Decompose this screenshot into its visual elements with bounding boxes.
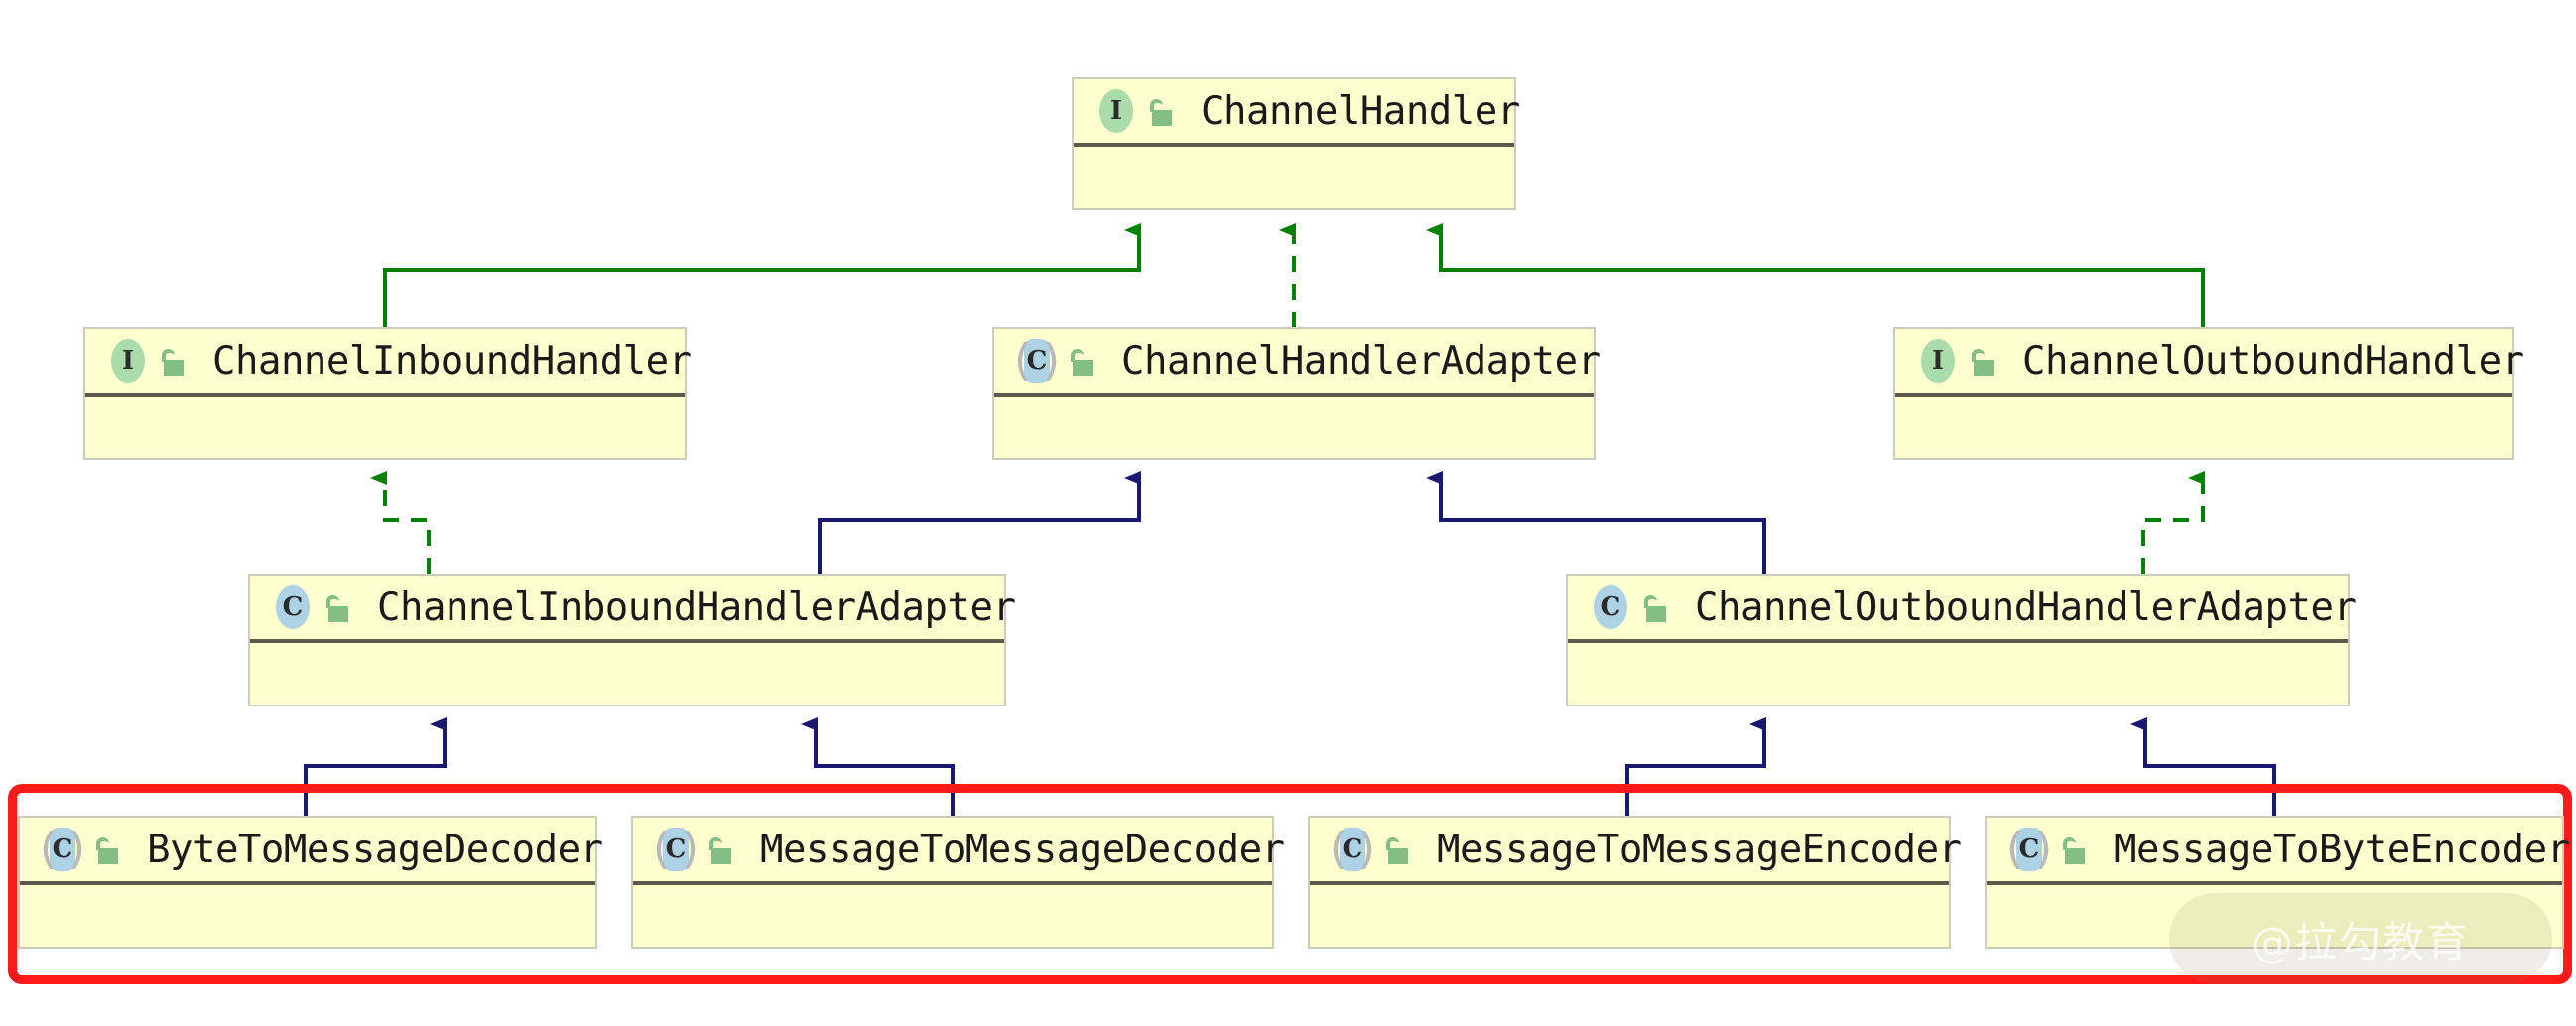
class-badge-icon: C (270, 584, 316, 630)
class-name-label: ChannelInboundHandlerAdapter (377, 584, 1016, 630)
class-node-channel-handler-adapter[interactable]: ( C) ChannelHandlerAdapter (992, 327, 1601, 462)
unlocked-padlock-icon (1967, 344, 2000, 378)
class-node-members (1568, 643, 2348, 708)
unlocked-padlock-icon (1381, 833, 1415, 866)
unlocked-padlock-icon (705, 833, 738, 866)
unlocked-padlock-icon (1639, 590, 1673, 624)
class-node-members (1310, 885, 1949, 951)
edge-inbound-adapter-to-handler-adapter (818, 471, 1141, 574)
watermark: @拉勾教育 (2169, 893, 2552, 984)
class-node-channel-inbound-handler-adapter[interactable]: C ChannelInboundHandlerAdapter (248, 574, 1016, 708)
class-node-message-to-byte-encoder[interactable]: ( C) MessageToByteEncoder (1985, 816, 2570, 949)
class-name-label: ChannelOutboundHandler (2022, 338, 2524, 384)
class-node-title: ( C) ChannelHandlerAdapter (994, 329, 1601, 397)
class-node-channel-handler[interactable]: I ChannelHandler (1072, 77, 1520, 212)
class-name-label: ChannelHandler (1201, 88, 1520, 134)
class-node-message-to-message-encoder[interactable]: ( C) MessageToMessageEncoder (1308, 816, 1962, 951)
abstract-class-badge-icon: ( C) (1330, 824, 1375, 874)
edge-outbound-adapter-to-handler-adapter (1426, 471, 1766, 574)
edge-inbound-to-handler (383, 223, 1141, 327)
class-node-members (994, 397, 1594, 462)
class-node-byte-to-message-decoder[interactable]: ( C) ByteToMessageDecoder (18, 816, 603, 951)
unlocked-padlock-icon (1145, 94, 1179, 128)
class-name-label: MessageToMessageEncoder (1437, 827, 1962, 872)
class-badge-icon: C (1588, 584, 1633, 630)
class-name-label: ChannelOutboundHandlerAdapter (1695, 584, 2357, 630)
class-node-title: I ChannelOutboundHandler (1895, 329, 2524, 397)
class-node-members (20, 885, 595, 951)
class-node-title: ( C) MessageToByteEncoder (1987, 818, 2570, 885)
class-node-title: ( C) MessageToMessageDecoder (633, 818, 1285, 885)
class-node-members (250, 643, 1004, 708)
class-name-label: ChannelHandlerAdapter (1121, 338, 1601, 384)
class-node-title: C ChannelInboundHandlerAdapter (250, 576, 1016, 643)
unlocked-padlock-icon (157, 344, 191, 378)
edge-outbound-to-handler (1426, 223, 2205, 327)
unlocked-padlock-icon (2058, 833, 2092, 866)
class-node-title: C ChannelOutboundHandlerAdapter (1568, 576, 2357, 643)
class-node-channel-outbound-handler-adapter[interactable]: C ChannelOutboundHandlerAdapter (1566, 574, 2357, 708)
class-name-label: MessageToMessageDecoder (760, 827, 1285, 872)
edge-outbound-adapter-to-outbound (2141, 471, 2205, 574)
class-node-members (1895, 397, 2512, 462)
class-node-title: I ChannelHandler (1074, 79, 1520, 147)
class-node-members (85, 397, 685, 462)
class-node-channel-inbound-handler[interactable]: I ChannelInboundHandler (83, 327, 692, 462)
interface-badge-icon: I (1094, 88, 1139, 134)
class-node-title: ( C) ByteToMessageDecoder (20, 818, 603, 885)
class-name-label: ChannelInboundHandler (212, 338, 692, 384)
class-node-members (1074, 147, 1514, 212)
interface-badge-icon: I (1915, 338, 1961, 384)
highlight-rectangle (8, 784, 2572, 984)
class-name-label: MessageToByteEncoder (2114, 827, 2570, 872)
class-node-channel-outbound-handler[interactable]: I ChannelOutboundHandler (1893, 327, 2524, 462)
unlocked-padlock-icon (1066, 344, 1099, 378)
class-name-label: ByteToMessageDecoder (147, 827, 603, 872)
abstract-class-badge-icon: ( C) (2006, 824, 2052, 874)
class-node-title: I ChannelInboundHandler (85, 329, 692, 397)
abstract-class-badge-icon: ( C) (1014, 335, 1060, 386)
abstract-class-badge-icon: ( C) (653, 824, 699, 874)
class-node-title: ( C) MessageToMessageEncoder (1310, 818, 1962, 885)
abstract-class-badge-icon: ( C) (40, 824, 85, 874)
edge-inbound-adapter-to-inbound (370, 471, 431, 574)
unlocked-padlock-icon (322, 590, 355, 624)
interface-badge-icon: I (105, 338, 151, 384)
class-node-message-to-message-decoder[interactable]: ( C) MessageToMessageDecoder (631, 816, 1285, 951)
class-node-members (633, 885, 1272, 951)
unlocked-padlock-icon (91, 833, 125, 866)
